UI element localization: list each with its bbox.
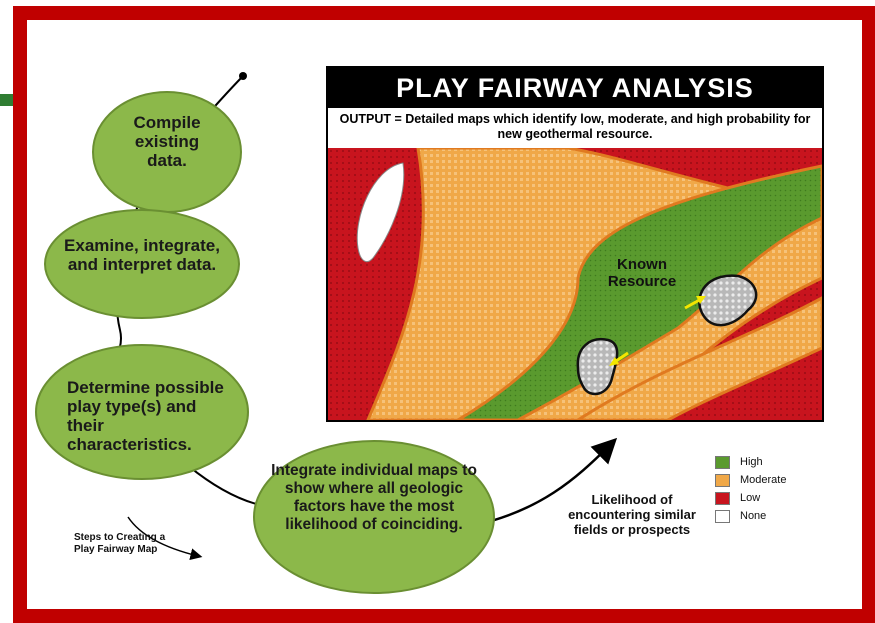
known-resource-area-east xyxy=(698,274,758,327)
legend-label: None xyxy=(740,510,767,522)
panel-output: OUTPUT = Detailed maps which identify lo… xyxy=(328,108,822,152)
known-resource-area-west xyxy=(576,337,619,396)
step-2-text: Examine, integrate, and interpret data. xyxy=(64,236,220,274)
known-resource-label: Known Resource xyxy=(607,256,677,290)
legend-swatch-moderate xyxy=(715,473,730,487)
fairway-map xyxy=(328,148,822,420)
step-3-text: Determine possible play type(s) and thei… xyxy=(67,378,224,454)
caption-arrow xyxy=(127,516,203,561)
legend-swatch-high xyxy=(715,455,730,469)
legend-item: Moderate xyxy=(715,472,786,488)
legend-swatch-low xyxy=(715,491,730,505)
high-zone xyxy=(455,164,822,420)
legend-label: High xyxy=(740,456,763,468)
no-data-zone xyxy=(356,162,405,263)
likelihood-text: Likelihood of encountering similar field… xyxy=(568,492,696,537)
legend-item: None xyxy=(715,508,786,524)
legend-swatch-none xyxy=(715,509,730,523)
flow-arrow xyxy=(475,437,618,527)
legend-item: High xyxy=(715,454,786,470)
flow-start-dot xyxy=(239,72,247,80)
step-1-text: Compile existing data. xyxy=(133,113,201,170)
moderate-zone-lower xyxy=(575,296,822,420)
step-bubble-3 xyxy=(35,344,249,480)
play-fairway-panel: PLAY FAIRWAY ANALYSIS OUTPUT = Detailed … xyxy=(326,66,824,422)
step-bubble-2 xyxy=(44,209,240,319)
step-4-text: Integrate individual maps to show where … xyxy=(271,462,477,533)
legend-label: Low xyxy=(740,492,761,504)
step-bubble-4 xyxy=(253,440,495,594)
legend-label: Moderate xyxy=(740,474,787,486)
panel-title: PLAY FAIRWAY ANALYSIS xyxy=(328,68,822,108)
legend-item: Low xyxy=(715,490,786,506)
steps-caption: Steps to Creating a Play Fairway Map xyxy=(74,532,166,555)
legend: High Moderate Low None xyxy=(715,454,786,526)
